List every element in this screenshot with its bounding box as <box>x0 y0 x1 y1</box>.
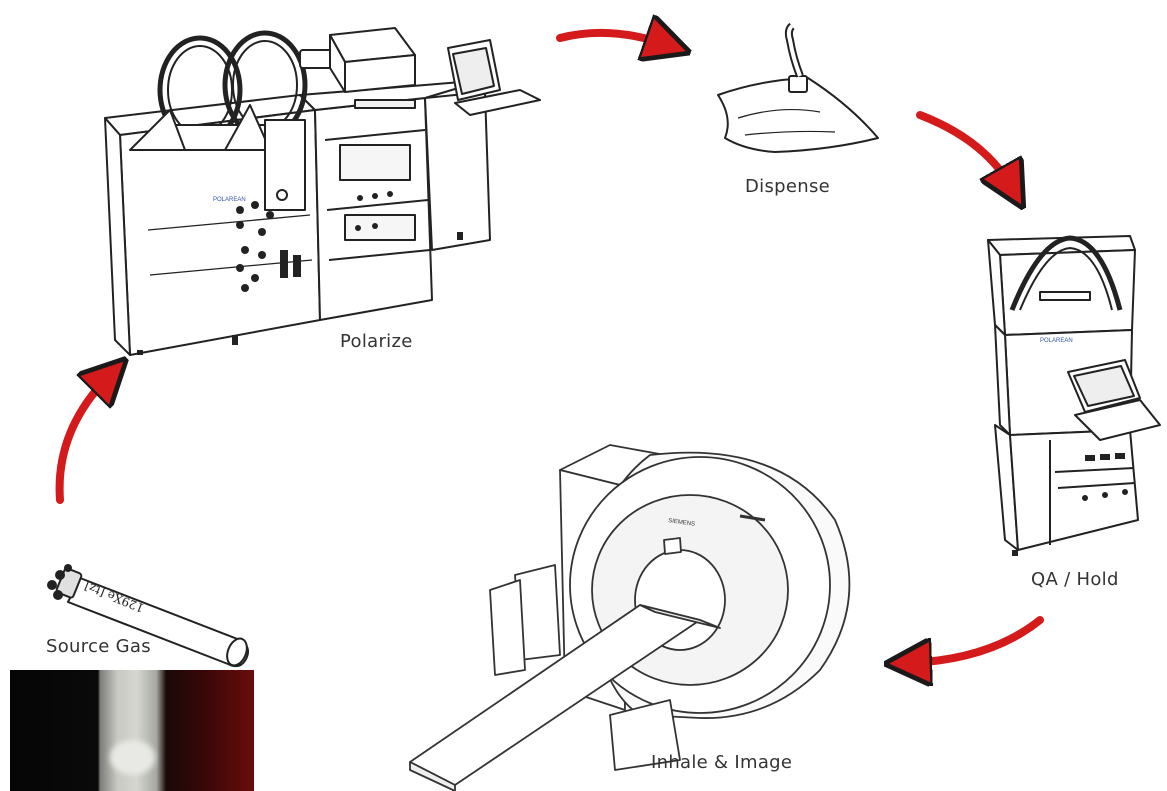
polarizer-brand: POLAREAN <box>213 197 246 203</box>
polarizer-fittings <box>236 191 393 292</box>
label-dispense: Dispense <box>745 176 830 197</box>
frozen-xenon-blob <box>110 740 155 775</box>
qa-station-brand: POLAREAN <box>1040 338 1073 344</box>
arrow-polarize-to-dispense <box>556 33 668 45</box>
qa-station-knobs <box>1082 453 1128 501</box>
label-inhale-image: Inhale & Image <box>651 752 793 773</box>
polarizer-machine-icon <box>104 27 541 356</box>
gas-cylinder-valve-icon <box>47 564 72 600</box>
label-polarize: Polarize <box>340 331 413 352</box>
gas-bag-icon <box>717 22 879 153</box>
arrow-source-to-polarize <box>55 375 110 504</box>
mri-scanner-icon <box>409 444 851 791</box>
flow-arrows <box>55 33 1044 663</box>
gas-sample-photo <box>10 670 254 791</box>
gas-cylinder-icon <box>55 567 249 668</box>
qa-station-icon <box>987 235 1161 556</box>
arrow-qa-to-inhale <box>908 616 1044 663</box>
label-source-gas: Source Gas <box>46 636 151 657</box>
mri-scanner-brand: SIEMENS <box>668 518 696 528</box>
arrow-dispense-to-qa <box>916 111 1012 188</box>
label-qa-hold: QA / Hold <box>1031 569 1119 590</box>
